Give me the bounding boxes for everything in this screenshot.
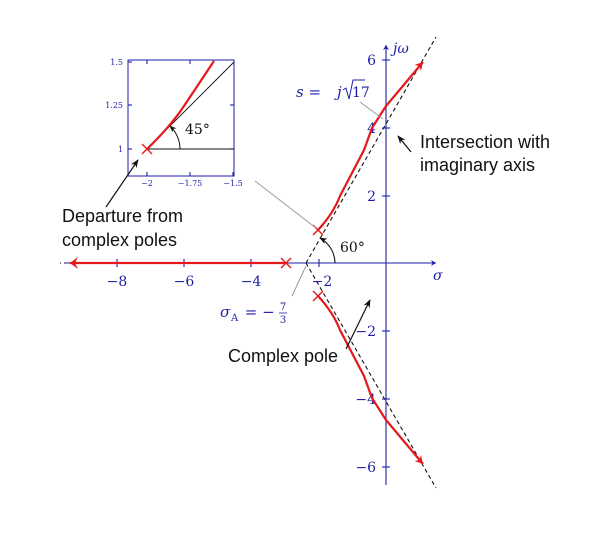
main-plot: −8 −6 −4 −2 6 4 2 −2 −4 −6 σ jω bbox=[60, 36, 443, 489]
centroid-subscript: A bbox=[230, 313, 239, 324]
x-tick-label: −6 bbox=[174, 274, 195, 290]
x-axis-label: σ bbox=[433, 268, 443, 284]
real-axis-arrow-icon bbox=[431, 260, 436, 266]
asymptote-angle-arc bbox=[319, 237, 336, 264]
departure-annotation-line2: complex poles bbox=[62, 230, 177, 250]
locus-upper-branch bbox=[317, 61, 424, 231]
x-tick-label: −8 bbox=[107, 274, 128, 290]
asymptote-angle-label: 60° bbox=[340, 240, 365, 256]
inset-x-tick-label: −2 bbox=[141, 179, 153, 188]
pole-marker-real bbox=[280, 257, 292, 269]
centroid-symbol: σ bbox=[220, 303, 231, 321]
inset-x-tick-label: −1.5 bbox=[223, 179, 242, 188]
locus-real-arrow-icon bbox=[70, 257, 78, 269]
sqrt-sign-icon bbox=[342, 79, 365, 100]
y-tick-label: 6 bbox=[367, 53, 376, 69]
centroid-label: σ A = − 7 3 bbox=[220, 302, 287, 326]
imag-crossing-label: s = j 17 bbox=[296, 79, 370, 101]
centroid-numerator: 7 bbox=[280, 302, 286, 313]
crossing-j: j bbox=[334, 83, 342, 101]
annotations: Intersection with imaginary axis Departu… bbox=[62, 132, 550, 366]
pole-marker-lower bbox=[312, 290, 324, 302]
x-tick-label: −2 bbox=[312, 274, 333, 290]
y-tick-label: −6 bbox=[355, 460, 376, 476]
locus-upper-arrow-icon bbox=[414, 62, 423, 71]
y-tick-marks bbox=[382, 59, 390, 468]
complex-pole-annotation: Complex pole bbox=[228, 346, 338, 366]
centroid-denominator: 3 bbox=[280, 315, 286, 326]
departure-arrow bbox=[105, 159, 139, 208]
centroid-leader bbox=[291, 265, 307, 297]
intersection-annotation-line1: Intersection with bbox=[420, 132, 550, 152]
locus-lower-arrow-icon bbox=[414, 455, 423, 464]
crossing-leader bbox=[359, 101, 384, 120]
complex-pole-arrow bbox=[345, 299, 371, 350]
y-tick-label: −2 bbox=[355, 324, 376, 340]
centroid-equals: = − bbox=[240, 303, 275, 321]
inset-angle-arc bbox=[169, 125, 181, 150]
inset-y-tick-label: 1.25 bbox=[105, 101, 123, 110]
asymptote-upper bbox=[305, 36, 437, 264]
inset-y-tick-label: 1.5 bbox=[110, 58, 123, 67]
inset-plot: 1.5 1.25 1 −2 −1.75 −1.5 45° bbox=[105, 58, 243, 188]
y-tick-label: 2 bbox=[367, 189, 376, 205]
inset-x-tick-label: −1.75 bbox=[178, 179, 203, 188]
asymptote-lower bbox=[305, 262, 437, 489]
inset-leader bbox=[254, 180, 317, 229]
crossing-radicand: 17 bbox=[352, 85, 370, 101]
departure-annotation-line1: Departure from bbox=[62, 206, 183, 226]
locus-lower-branch bbox=[317, 295, 424, 465]
inset-angle-label: 45° bbox=[185, 122, 210, 138]
inset-pole-marker bbox=[141, 143, 153, 155]
y-axis-label: jω bbox=[390, 41, 409, 57]
x-tick-label: −4 bbox=[241, 274, 262, 290]
crossing-s: s = bbox=[296, 83, 326, 101]
intersection-arrow bbox=[397, 135, 412, 153]
intersection-annotation-line2: imaginary axis bbox=[420, 155, 535, 175]
inset-y-tick-label: 1 bbox=[118, 145, 123, 154]
imag-axis-arrow-icon bbox=[383, 45, 389, 50]
